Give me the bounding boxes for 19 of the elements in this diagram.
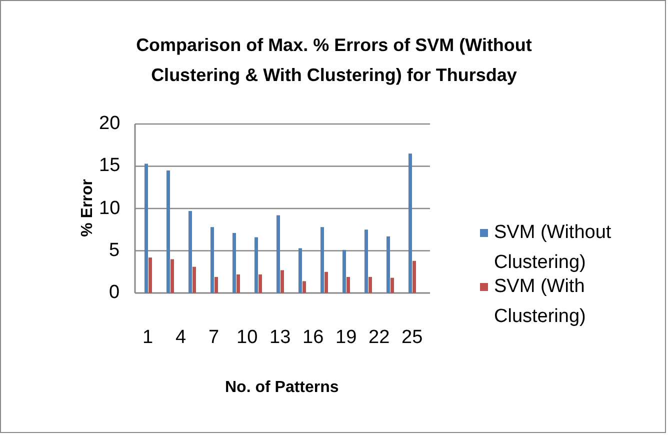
x-tick-label: 4 <box>176 327 186 349</box>
x-tick-label: 22 <box>368 327 390 349</box>
x-tick-label: 13 <box>270 327 291 349</box>
x-tick-label: 10 <box>236 327 258 349</box>
legend-label: SVM (Without Clustering) <box>494 221 612 275</box>
y-tick-label: 10 <box>99 198 120 220</box>
chart-title: Comparison of Max. % Errors of SVM (Without Clustering & With Clustering) for Thursday <box>135 34 533 87</box>
y-tick-label: 20 <box>99 113 120 135</box>
y-axis-title: % Error <box>78 179 97 237</box>
x-tick-label: 25 <box>402 327 423 349</box>
x-tick-label: 7 <box>208 327 220 349</box>
y-tick-label: 5 <box>109 240 120 262</box>
x-tick-label: 19 <box>336 327 357 349</box>
x-tick-label: 16 <box>302 327 324 349</box>
x-axis-title: No. of Patterns <box>225 379 339 397</box>
y-tick-label: 15 <box>99 155 120 178</box>
x-tick-label: 1 <box>142 327 154 349</box>
y-tick-label: 0 <box>109 282 120 304</box>
legend-label: SVM (With Clustering) <box>494 275 587 329</box>
